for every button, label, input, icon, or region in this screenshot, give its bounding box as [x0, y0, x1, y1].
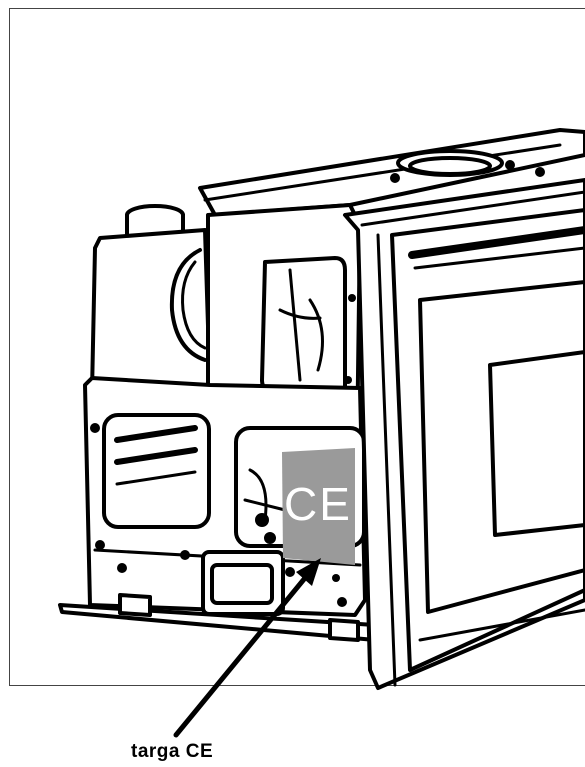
foot-left	[118, 593, 152, 617]
callout-label: targa CE	[131, 741, 214, 762]
left-opening	[102, 413, 211, 529]
inner-window	[488, 350, 585, 537]
handle	[201, 550, 285, 616]
callout-arrow	[173, 558, 321, 738]
ce-plate: CE	[282, 448, 355, 565]
drawing-frame	[9, 8, 585, 686]
side-duct	[169, 248, 207, 362]
foot-right	[328, 618, 360, 642]
ce-marking: CE	[284, 478, 352, 530]
